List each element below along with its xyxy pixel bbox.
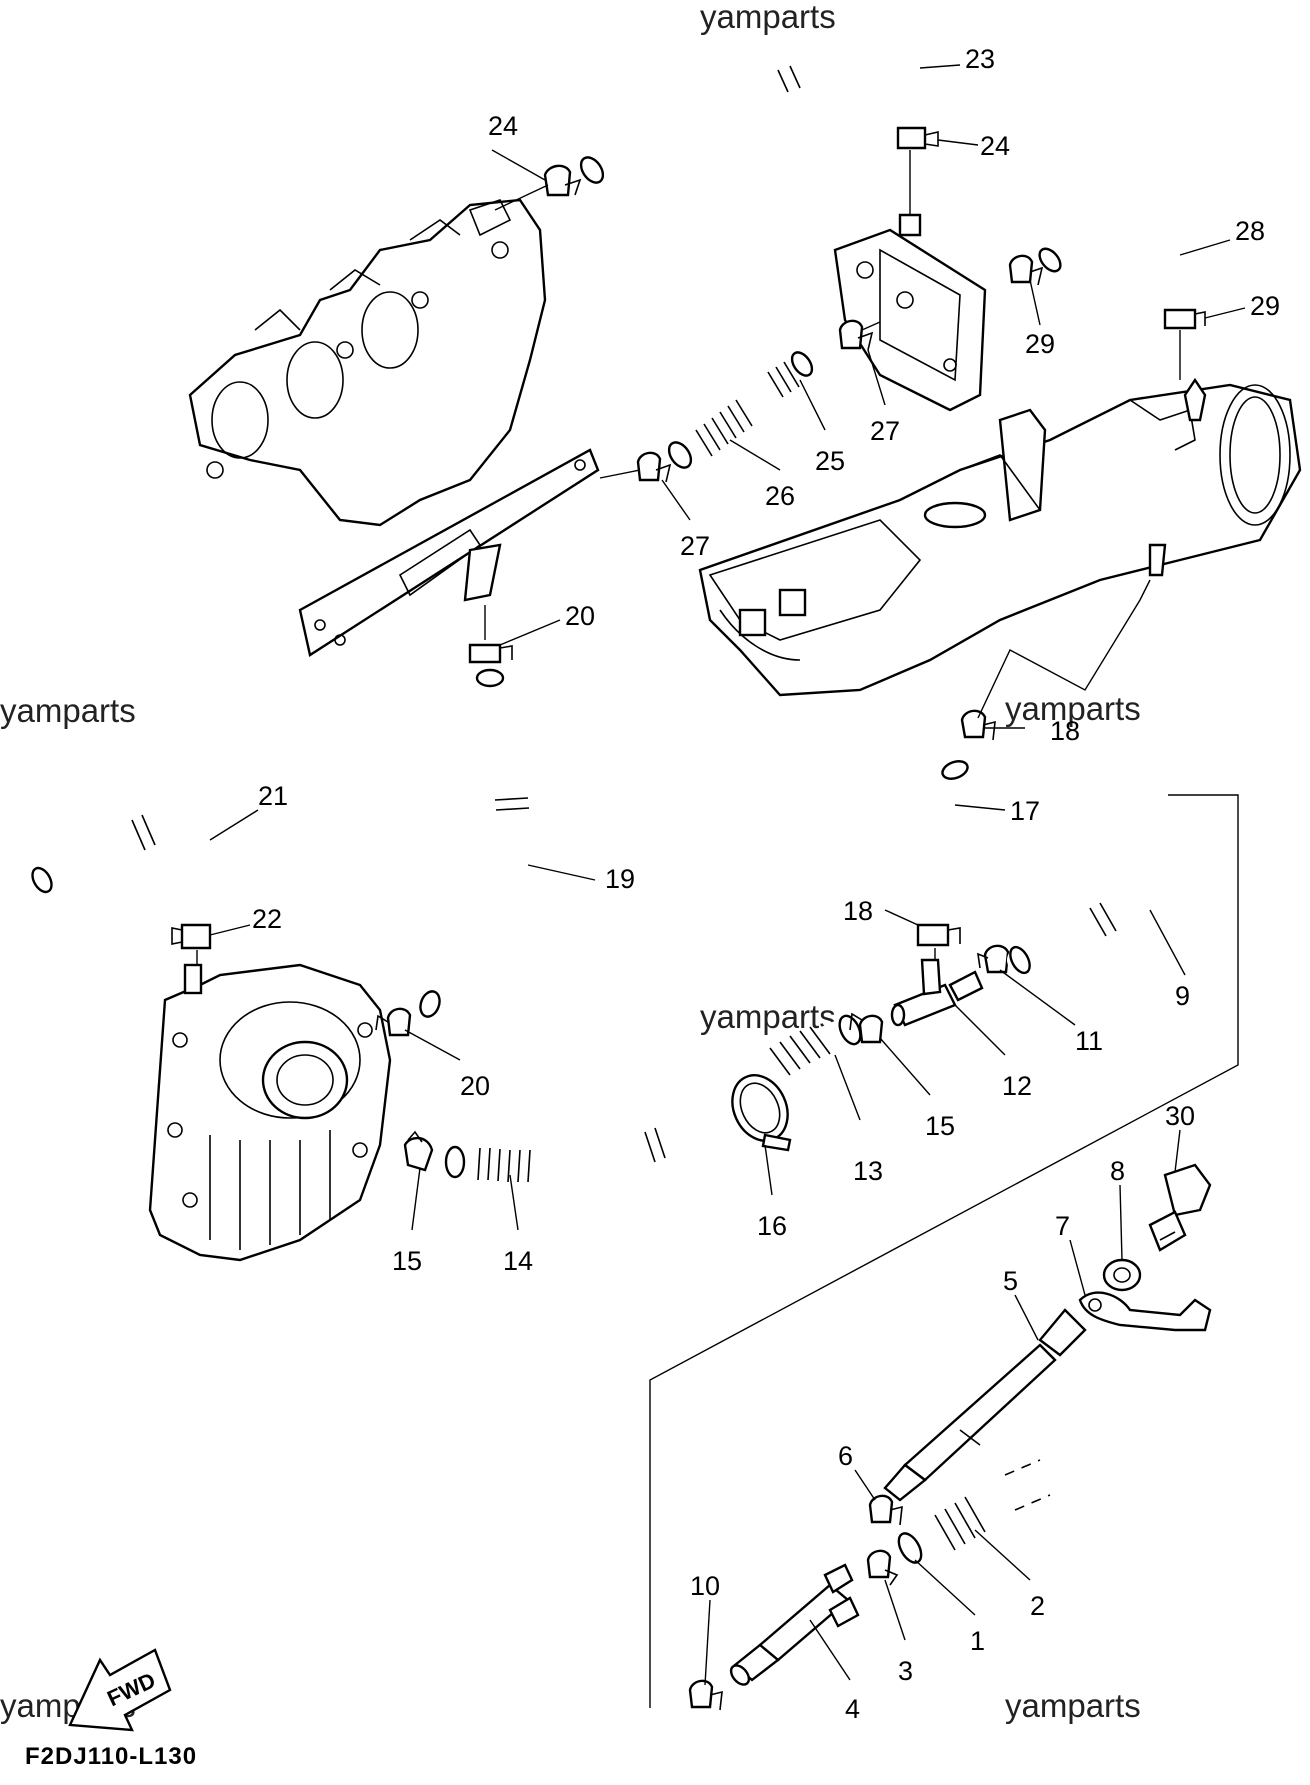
- callout-25: 25: [815, 446, 845, 476]
- hose-17: [918, 757, 969, 918]
- hose-14: [441, 1014, 864, 1183]
- manifold-gasket-plate: [298, 448, 600, 657]
- bracket-7: [1078, 1291, 1212, 1332]
- leader-line: [977, 579, 1151, 719]
- callout-14: 14: [503, 1246, 533, 1276]
- tee-joint-12: [890, 958, 984, 1027]
- callout-24: 24: [488, 111, 518, 141]
- diagram-code: F2DJ110-L130: [25, 1743, 197, 1770]
- hose-21: [29, 796, 233, 894]
- watermark: yamparts: [1005, 690, 1141, 727]
- callout-30: 30: [1165, 1101, 1195, 1131]
- nut-8: [1102, 1258, 1142, 1292]
- clamp-24-left: [543, 164, 582, 197]
- hose-28: [1037, 199, 1193, 298]
- clamp-20-upper: [468, 643, 513, 664]
- callout-17: 17: [1010, 796, 1040, 826]
- exhaust-guide-casing: [698, 377, 1302, 697]
- callout-26: 26: [765, 481, 795, 511]
- fwd-arrow-icon: FWD: [68, 1648, 172, 1732]
- clamp-27-upper: [838, 319, 874, 351]
- callout-12: 12: [1002, 1071, 1032, 1101]
- callout-9: 9: [1175, 981, 1190, 1011]
- hose-9: [1007, 862, 1193, 975]
- callout-28: 28: [1235, 216, 1265, 246]
- clamp-24-right: [896, 126, 939, 150]
- clamp-6: [868, 1494, 903, 1526]
- callouts: 24 23 24 28 29 29 25 26 27 27 20 21: [209, 44, 1280, 1724]
- callout-8: 8: [1110, 1156, 1125, 1186]
- leader-line: [599, 469, 641, 479]
- callout-29: 29: [1025, 329, 1055, 359]
- clamp-15-left: [403, 1130, 434, 1172]
- clamp-3: [866, 1549, 899, 1586]
- hose-26: [667, 382, 768, 469]
- callout-18: 18: [1050, 716, 1080, 746]
- callout-3: 3: [898, 1656, 913, 1686]
- hose-25: [747, 351, 814, 403]
- callout-6: 6: [838, 1441, 853, 1471]
- thermostat-cover: [833, 213, 987, 412]
- watermark: yamparts: [700, 0, 836, 35]
- clamp-29-right: [1163, 308, 1206, 330]
- callout-10: 10: [690, 1571, 720, 1601]
- callout-24: 24: [980, 131, 1010, 161]
- callout-7: 7: [1055, 1211, 1070, 1241]
- watermark: yamparts: [700, 998, 836, 1035]
- watermark: yamparts: [0, 692, 136, 729]
- clamp-27-lower: [636, 451, 672, 483]
- clamp-29-left: [1008, 254, 1044, 286]
- clamp-11: [977, 944, 1010, 974]
- engine-cylinder-head: [148, 963, 392, 1262]
- callout-21: 21: [258, 781, 288, 811]
- callout-2: 2: [1030, 1591, 1045, 1621]
- callout-1: 1: [970, 1626, 985, 1656]
- callout-15: 15: [392, 1246, 422, 1276]
- pipe-5: [883, 1308, 1087, 1502]
- callout-19: 19: [605, 864, 635, 894]
- y-joint-4: [729, 1563, 860, 1686]
- callout-18: 18: [843, 896, 873, 926]
- clamp-22: [171, 923, 212, 950]
- callout-20: 20: [565, 601, 595, 631]
- callout-13: 13: [853, 1156, 883, 1186]
- clamp-16: [731, 1074, 792, 1152]
- callout-29: 29: [1250, 291, 1280, 321]
- hose-19: [417, 665, 534, 1018]
- callout-11: 11: [1075, 1026, 1103, 1056]
- clamp-10: [688, 1679, 723, 1711]
- clamp-18-lower: [916, 923, 961, 947]
- callout-15: 15: [925, 1111, 955, 1141]
- clamp-20-lower: [375, 1007, 412, 1037]
- subassembly-frame: [649, 794, 1239, 1708]
- callout-23: 23: [965, 44, 995, 74]
- watermark: yamparts: [1005, 1687, 1141, 1724]
- leader-line: [861, 321, 881, 331]
- hose-23: [575, 33, 925, 187]
- exhaust-manifold: [188, 198, 547, 527]
- clamp-18-upper: [960, 709, 996, 741]
- callout-27: 27: [870, 416, 900, 446]
- callout-22: 22: [252, 904, 282, 934]
- callout-5: 5: [1003, 1266, 1018, 1296]
- fitting-30: [1148, 1163, 1212, 1252]
- callout-20: 20: [460, 1071, 490, 1101]
- leader-line: [494, 184, 549, 211]
- callout-27: 27: [680, 531, 710, 561]
- callout-16: 16: [757, 1211, 787, 1241]
- callout-4: 4: [845, 1694, 860, 1724]
